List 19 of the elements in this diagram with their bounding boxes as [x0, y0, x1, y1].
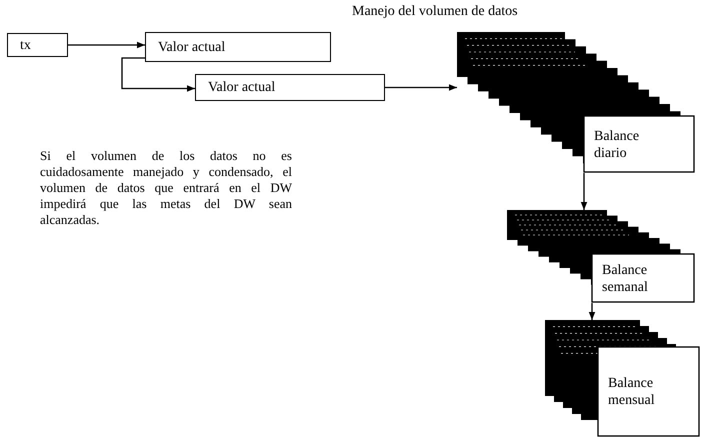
process-box	[145, 32, 331, 62]
arrow	[580, 173, 588, 210]
arrow	[588, 303, 596, 320]
diagram-title: Manejo del volumen de datos	[352, 4, 518, 20]
process-box	[7, 33, 68, 57]
box-label: Balance semanal	[602, 262, 649, 296]
box-label: Balance mensual	[608, 375, 656, 409]
page-stack	[507, 210, 695, 303]
arrow	[121, 57, 195, 92]
note-text: Si el volumen de los datos no es cuidadosamente manejado y condensado, el volumen de datos que entrará en el DW impedirá que las metas del DW sean alcanzadas.	[40, 148, 292, 228]
arrow	[385, 84, 457, 91]
box-label: tx	[20, 36, 31, 54]
box-label: Balance diario	[594, 128, 640, 162]
page-stack	[457, 32, 695, 173]
page-stack	[545, 320, 700, 437]
box-label: Valor actual	[158, 38, 226, 56]
box-label: Valor actual	[208, 79, 276, 96]
process-box	[195, 74, 385, 101]
arrow	[68, 42, 145, 48]
